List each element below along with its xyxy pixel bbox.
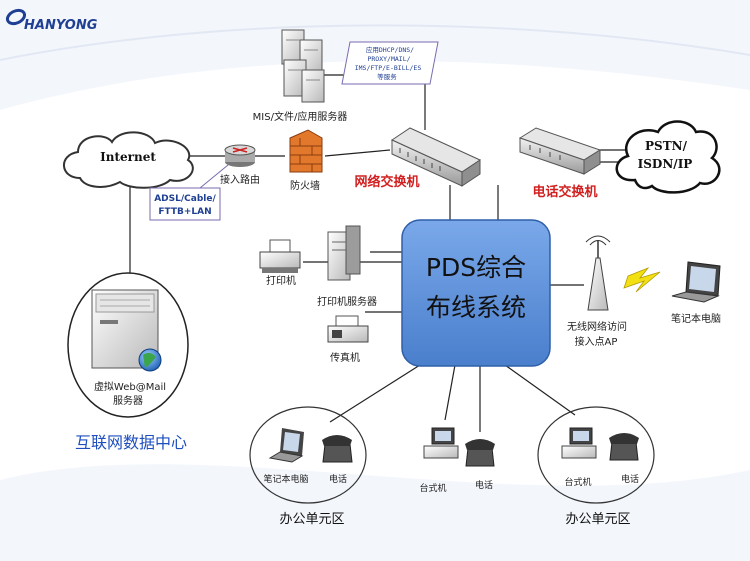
bubble-line-2: PROXY/MAIL/ xyxy=(367,55,410,63)
router-label: 接入路由 xyxy=(220,173,260,186)
mis-server-label: MIS/文件/应用服务器 xyxy=(253,110,348,123)
office-left-laptop-label: 笔记本电脑 xyxy=(263,473,308,485)
wireless-signal-icon xyxy=(623,267,661,293)
pstn-label-2: ISDN/IP xyxy=(638,157,693,171)
virtual-server-area: 虚拟Web@Mail 服务器 xyxy=(67,272,189,418)
office-left: 笔记本电脑 电话 xyxy=(249,406,367,504)
internet-cloud: Internet xyxy=(63,131,194,189)
fax-icon xyxy=(327,315,369,343)
phone-icon xyxy=(609,433,639,461)
bubble-line-4: 等服务 xyxy=(377,72,397,81)
pds-cabling-system: PDS综合 布线系统 xyxy=(401,219,551,367)
print-server-icon xyxy=(327,225,361,281)
pstn-label-1: PSTN/ xyxy=(645,139,688,153)
office-left-title: 办公单元区 xyxy=(279,512,344,527)
desktop-icon xyxy=(561,427,597,459)
mis-server-icon xyxy=(281,29,325,103)
phone-icon xyxy=(465,439,495,467)
adsl-label-1: ADSL/Cable/ xyxy=(154,194,216,204)
internet-label: Internet xyxy=(100,150,156,164)
adsl-box: ADSL/Cable/ FTTB+LAN xyxy=(149,164,229,221)
printer-label: 打印机 xyxy=(266,274,296,287)
office-right-phone-label: 电话 xyxy=(621,473,639,485)
virtual-server-label-2: 服务器 xyxy=(113,394,143,407)
logo-swoosh-icon xyxy=(5,8,27,26)
server-service-bubble: 应用DHCP/DNS/ PROXY/MAIL/ IMS/FTP/E-BILL/E… xyxy=(341,41,439,85)
printer-icon xyxy=(259,239,301,273)
fax-label: 传真机 xyxy=(330,351,360,364)
network-switch-icon xyxy=(390,127,482,187)
office-mid: 台式机 电话 xyxy=(419,427,495,494)
office-right: 台式机 电话 xyxy=(537,406,655,504)
office-mid-desktop-label: 台式机 xyxy=(419,482,446,494)
phone-icon xyxy=(322,435,353,463)
pds-label-1: PDS综合 xyxy=(426,253,526,282)
print-server-label: 打印机服务器 xyxy=(317,295,377,308)
wireless-ap-label-2: 接入点AP xyxy=(575,335,618,348)
office-left-phone-label: 电话 xyxy=(329,473,347,485)
desktop-icon xyxy=(423,427,459,459)
router-icon xyxy=(224,144,256,167)
laptop-icon xyxy=(268,428,304,463)
network-switch-label: 网络交换机 xyxy=(354,174,419,190)
virtual-server-label-1: 虚拟Web@Mail xyxy=(94,380,166,393)
firewall-icon xyxy=(289,129,323,173)
bubble-line-1: 应用DHCP/DNS/ xyxy=(366,45,414,54)
pds-label-2: 布线系统 xyxy=(426,293,526,322)
office-right-desktop-label: 台式机 xyxy=(564,476,591,488)
phone-switch-label: 电话交换机 xyxy=(532,184,597,200)
bubble-line-3: IMS/FTP/E-BILL/ES xyxy=(355,64,422,72)
logo: HANYONG xyxy=(5,8,98,33)
laptop-right-label: 笔记本电脑 xyxy=(671,312,721,325)
wireless-ap-icon xyxy=(585,235,611,311)
firewall-label: 防火墙 xyxy=(290,179,320,192)
office-mid-phone-label: 电话 xyxy=(475,479,493,491)
phone-switch-icon xyxy=(518,127,602,175)
pstn-cloud: PSTN/ ISDN/IP xyxy=(615,120,721,194)
logo-text: HANYONG xyxy=(24,18,98,33)
laptop-right-icon xyxy=(671,261,721,303)
office-right-title: 办公单元区 xyxy=(565,512,630,527)
wireless-ap-label-1: 无线网络访问 xyxy=(567,320,627,333)
adsl-label-2: FTTB+LAN xyxy=(158,207,211,217)
datacenter-label: 互联网数据中心 xyxy=(75,433,187,452)
